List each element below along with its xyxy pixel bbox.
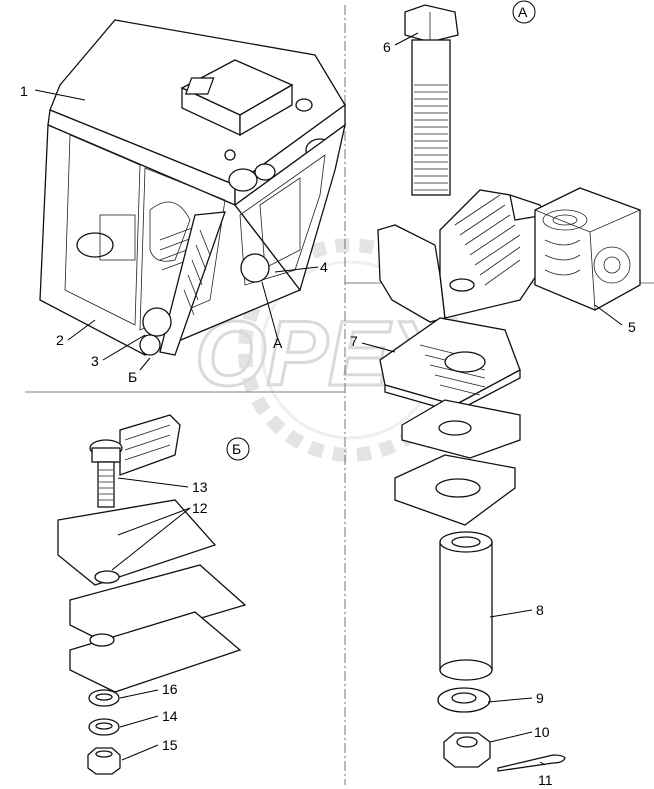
- callout-4: 4: [320, 259, 328, 275]
- castle-nut-10: [443, 732, 491, 768]
- callout-16: 16: [162, 681, 178, 697]
- callout-12: 12: [192, 500, 208, 516]
- callout-14: 14: [162, 708, 178, 724]
- callout-8: 8: [536, 602, 544, 618]
- cab-view-a-label: А: [273, 335, 283, 351]
- view-a-marker: А: [512, 0, 536, 24]
- leader-lines: [34, 32, 623, 766]
- callout-13: 13: [192, 479, 208, 495]
- cab-view-b-label: Б: [128, 369, 137, 385]
- callout-1: 1: [20, 83, 28, 99]
- view-b-label: Б: [232, 441, 241, 457]
- cotter-pin-11: [497, 754, 566, 772]
- callout-labels: 1 2 3 4 5 6 7 8 9 10 11 12 13 14 15 16: [20, 39, 636, 788]
- sleeve-8: [439, 531, 493, 681]
- callout-7: 7: [350, 333, 358, 349]
- view-a-label: А: [518, 4, 528, 20]
- bracket: [377, 189, 546, 323]
- cab-assembly: [39, 19, 347, 356]
- callout-2: 2: [56, 332, 64, 348]
- callout-15: 15: [162, 737, 178, 753]
- bolt-6: [404, 4, 459, 196]
- callout-9: 9: [536, 690, 544, 706]
- view-a-parts: [377, 4, 641, 772]
- view-b-marker: Б: [226, 437, 250, 461]
- callout-3: 3: [91, 353, 99, 369]
- callout-5: 5: [628, 319, 636, 335]
- view-b-parts: [57, 414, 247, 775]
- callout-10: 10: [534, 724, 550, 740]
- wood-block-5: [534, 187, 641, 311]
- callout-6: 6: [383, 39, 391, 55]
- callout-11: 11: [538, 772, 553, 788]
- bolt-13: [89, 439, 123, 508]
